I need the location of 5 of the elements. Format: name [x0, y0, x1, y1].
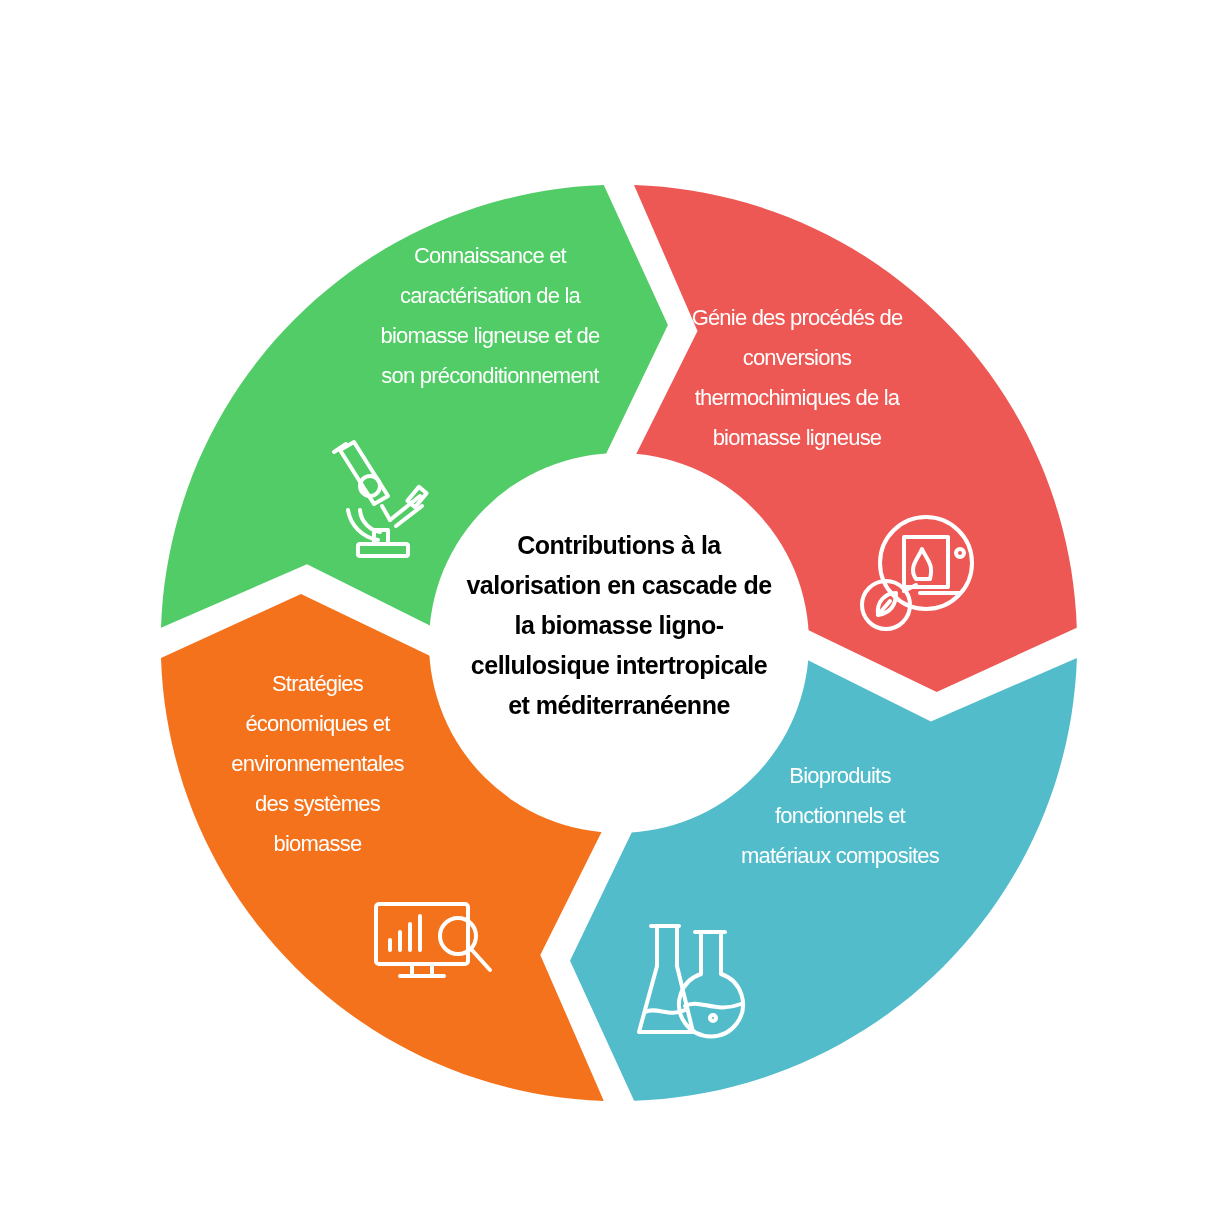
segment-label: Connaissance et caractérisation de la biomasse ligneuse et de son préconditionnement — [379, 242, 601, 390]
segment-label: Génie des procédés de conversions thermochimiques de la biomasse ligneuse — [690, 304, 904, 452]
segment-label: Bioproduits fonctionnels et matériaux composites — [740, 762, 940, 870]
segment-label: Stratégies économiques et environnementales des systèmes biomasse — [230, 670, 405, 858]
center-title: Contributions à la valorisation en cascade de la biomasse ligno-cellulosique intertropicale et méditerranéenne — [465, 530, 773, 721]
